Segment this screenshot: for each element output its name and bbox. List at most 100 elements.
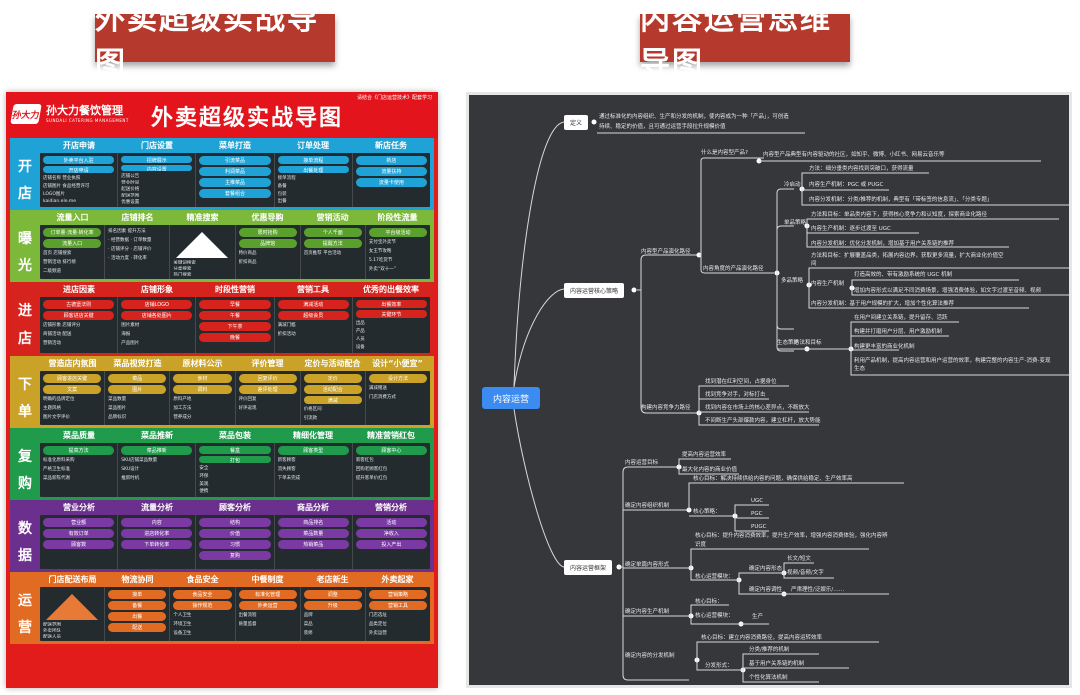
mindmap-node[interactable]: 打造高效的、带有激励系统的 UGC 机制: [854, 272, 953, 278]
mindmap-node-strategy[interactable]: 内容运营核心策略: [564, 283, 625, 298]
band-text: 个人卫生: [173, 613, 192, 618]
band-text: 品牌: [303, 613, 313, 618]
mindmap-node[interactable]: 严肃理性/泛娱乐/……: [791, 587, 845, 593]
mindmap-node[interactable]: 内容生产机制：PGC 或 PUGC: [809, 182, 884, 188]
mindmap-node[interactable]: 内容分发机制：基于用户规模的扩大，增加个性化算法推荐: [811, 301, 955, 307]
mindmap-node[interactable]: 确定单篇内容形式: [625, 562, 670, 568]
band-cell: 商品排名菜品数量热销菜品: [275, 515, 353, 569]
mindmap-node[interactable]: 个性化算法机制: [749, 675, 788, 681]
mindmap-node[interactable]: PGC: [751, 511, 763, 517]
mindmap-node[interactable]: 核心目标：: [695, 599, 723, 605]
mindmap-node[interactable]: 视频/音频/文字: [787, 570, 824, 576]
mindmap-node[interactable]: 内容分发机制：优化分发机制，增加基于用户关系链的推荐: [811, 241, 955, 247]
mindmap-node[interactable]: 不间断生产头部爆款内容，建立杠杆，放大势能: [705, 418, 821, 424]
mindmap-node[interactable]: 构建更丰富的商业化机制: [854, 344, 915, 350]
mindmap-node[interactable]: 内容生产机制：逐步过渡至 UGC: [811, 226, 891, 232]
band-pill: 提醒方法: [303, 239, 362, 248]
mindmap-node[interactable]: 内容生产机制: [811, 281, 845, 287]
band-cell: 接单流程出餐处理接单流程备餐包装出餐: [275, 153, 353, 207]
connector-line: [776, 225, 794, 273]
mindmap-node[interactable]: 生态: [854, 366, 866, 372]
mindmap-node[interactable]: 多品策略: [781, 278, 804, 284]
mindmap-root[interactable]: 内容运营: [482, 387, 540, 409]
mindmap-node[interactable]: 内容运营目标: [625, 460, 659, 466]
band-cell: 结构价值习惯复购: [196, 515, 275, 569]
mindmap-node[interactable]: 确定内容生产机制: [625, 609, 670, 615]
mindmap-node[interactable]: 内容分发机制：分类/推荐的机制，典型有「带标签的信息流」、「分类专题」: [809, 197, 993, 203]
mindmap-node[interactable]: 识度: [695, 542, 707, 548]
mindmap-node[interactable]: 内容角度的产品演化路径: [703, 266, 764, 272]
band-text: 折扣商品: [238, 260, 257, 265]
mindmap-node-framework[interactable]: 内容运营框架: [564, 560, 613, 575]
connector-line: [640, 290, 699, 414]
mindmap-node[interactable]: 分类/推荐的机制: [749, 647, 790, 653]
band-text: 门店选址: [368, 613, 387, 618]
band-column-header: 订单处理: [297, 141, 329, 150]
mindmap-node[interactable]: 生产: [752, 614, 764, 620]
mindmap-node[interactable]: 内容型产品演化路径: [641, 249, 691, 255]
mindmap-node[interactable]: 确定内容调性: [749, 587, 783, 593]
mindmap-node[interactable]: 利用产品机制，提高内容运营和用户运营的效率，构建完整的内容生产-消费-变现: [854, 358, 1051, 364]
mindmap-node[interactable]: 通过标准化的内容组织、生产和分发的机制，使内容成为一种「产品」，可创造: [599, 114, 789, 120]
mindmap-node[interactable]: 基于用户关系链的机制: [749, 661, 805, 667]
band-cell: 标准化管理外卖运营出餐流程质量监督: [236, 587, 301, 641]
mindmap-node[interactable]: 长文/短文: [787, 556, 811, 562]
mindmap-node[interactable]: 确定内容的分发机制: [625, 653, 675, 659]
mindmap-node[interactable]: 核心目标：建立内容消费路径，提高内容运转效率: [701, 635, 823, 641]
band-cell: 活动净收入投入产出: [353, 515, 430, 569]
mindmap-node[interactable]: 方法和目标：单品类内容下，获得核心竞争力和认知度，探索商业化路径: [811, 212, 988, 218]
band-column-header: 评价管理: [251, 359, 284, 368]
band-cell: 内容进店转化率下单转化率: [118, 515, 197, 569]
band-pill: 平台级活动: [368, 228, 428, 237]
mindmap-node[interactable]: 增加内容形式以满足不同消费场景，增强消费体验，如文字过渡至音频、视频: [854, 288, 1042, 294]
band-pill: 顾客数: [43, 540, 115, 549]
mindmap-node[interactable]: 冷启动: [784, 182, 801, 188]
mindmap-node[interactable]: 核心策略：: [693, 509, 721, 515]
mindmap-node[interactable]: 核心运营模块：: [695, 613, 734, 619]
band-text: 店铺图片 食品经营许可: [43, 184, 90, 189]
mindmap-node[interactable]: 在用户间建立关系链，提升留存、活跃: [854, 315, 948, 321]
band-pill: 午餐: [199, 311, 271, 320]
mindmap-node[interactable]: 方法：细分垂类内容找到突破口，获得流量: [809, 166, 914, 172]
mindmap-node[interactable]: 核心目标：提升内容消费效率，提升生产效率，增强内容消费体验，强化内容辨: [695, 533, 888, 539]
mindmap-node[interactable]: 方法和目标：扩展覆盖品类，拓展内容边界，获取更多流量，扩大商业化价值空: [811, 253, 1004, 259]
mindmap-node[interactable]: 构建并打磨用户分层、用户激励机制: [854, 329, 943, 335]
mindmap-node[interactable]: 确定内容组织机制: [625, 503, 670, 509]
mindmap-node[interactable]: 确定内容形态: [749, 566, 783, 572]
mindmap-node[interactable]: PUGC: [751, 524, 767, 530]
mindmap-node[interactable]: 内容型产品典型有内容驱动的社区，如知乎、微博、小红书、网易云音乐等: [763, 152, 945, 158]
mindmap-node[interactable]: 什么是内容型产品?: [701, 150, 748, 156]
band-column-header: 菜品视觉打造: [113, 359, 162, 368]
mindmap-node[interactable]: 找到内容在市场上的核心差异点，不断放大: [705, 405, 810, 411]
mindmap-node[interactable]: 单品策略: [784, 220, 807, 226]
mindmap-node[interactable]: 方法和目标: [794, 340, 822, 346]
band-cell: 调整升级品牌菜品装修: [301, 587, 366, 641]
band-text: 出餐流程: [238, 613, 257, 618]
connector-line: [690, 548, 869, 568]
mindmap-node[interactable]: 间: [811, 261, 817, 267]
connector-line: [696, 641, 879, 660]
connector-line: [738, 572, 784, 580]
band-text: 关键词搜索: [173, 261, 196, 264]
mindmap-node[interactable]: 提高内容运营效率: [682, 452, 727, 458]
band-text: 配送人员: [43, 635, 61, 638]
band-cell: 餐盒打包安全环保美观便携: [196, 443, 275, 497]
mindmap-node[interactable]: 生态策略: [777, 340, 800, 346]
band-cell: 定价活动配合满减价格区间引流款: [301, 371, 366, 425]
mindmap-node[interactable]: 最大化内容的商业价值: [682, 467, 738, 473]
mindmap-node[interactable]: 分发形式：: [705, 663, 733, 669]
mindmap-node[interactable]: UGC: [751, 498, 764, 504]
mindmap-node[interactable]: 核心目标：解决持续供给内容的问题，确保供给稳定、生产效率高: [693, 476, 853, 482]
band-text: SKU店铺菜品数量: [121, 458, 158, 463]
mindmap-node[interactable]: 找到竞争对手，对标打击: [705, 392, 766, 398]
mindmap-node[interactable]: 持续、稳定的价值，且可通过运营手段拉升规模价值: [599, 124, 726, 130]
band-text: 起送价格: [121, 187, 140, 191]
band-text: 装修: [303, 631, 313, 636]
mindmap-node-definition[interactable]: 定义: [564, 115, 589, 130]
band-pill: 超级会员: [277, 311, 349, 320]
mindmap-node[interactable]: 构建内容竞争力路径: [641, 405, 691, 411]
mindmap-node[interactable]: 核心运营模块：: [695, 574, 734, 580]
mindmap-node[interactable]: 找到潜在红利空间，占据身位: [705, 379, 777, 385]
